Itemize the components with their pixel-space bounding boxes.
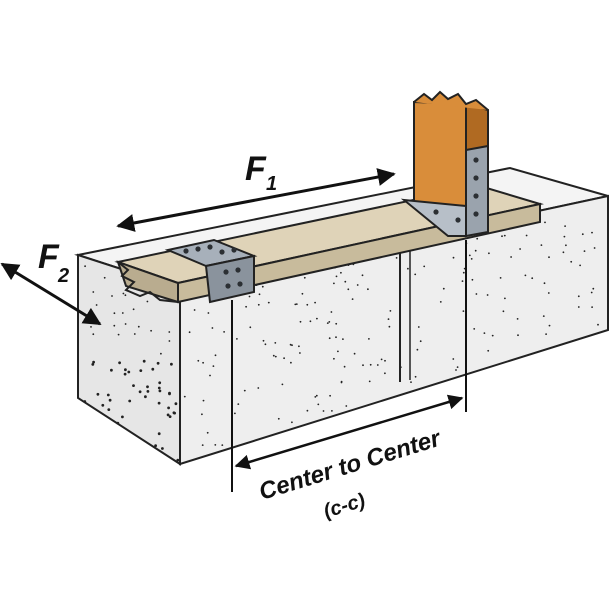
post-anchor-nail-holes (433, 157, 479, 223)
f2-arrow (0, 262, 102, 326)
left-anchor-strap (164, 238, 258, 304)
dimension-label-abbrev: (c-c) (321, 489, 368, 522)
sill-rough-end (117, 261, 179, 303)
left-strap-nail-holes (183, 244, 243, 289)
post-front (413, 100, 467, 208)
f2-label: F (38, 238, 60, 276)
force-f2: F 2 (0, 238, 102, 326)
left-strap-side (204, 254, 255, 304)
f2-subscript: 2 (57, 265, 69, 287)
force-f1: F 1 (116, 150, 396, 232)
dimension-arrow (234, 394, 464, 470)
post-and-anchor (400, 90, 489, 238)
post-anchor-base (400, 198, 467, 237)
f1-arrow (116, 168, 396, 232)
f1-subscript: 1 (266, 173, 277, 195)
f1-label: F (245, 150, 267, 188)
post-rough-top (413, 90, 489, 111)
